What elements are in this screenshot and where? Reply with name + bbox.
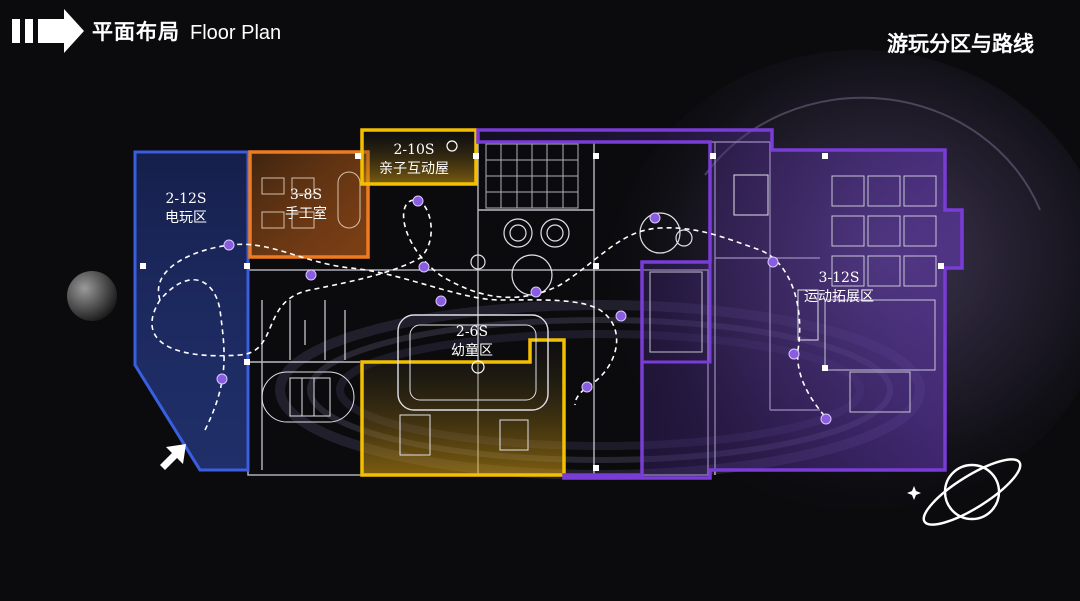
page-title: 平面布局 Floor Plan bbox=[92, 16, 281, 46]
craft-tables bbox=[261, 171, 361, 229]
page-title-en: Floor Plan bbox=[190, 22, 282, 44]
section-title: 游玩分区与路线 bbox=[887, 32, 1034, 56]
zone-label-toddler: 2-6S 幼童区 bbox=[451, 324, 493, 359]
zone-label-video-games: 2-12S 电玩区 bbox=[165, 191, 207, 226]
entrance-arrow-icon bbox=[160, 444, 186, 470]
zone-craft-room bbox=[248, 150, 370, 259]
route-markers bbox=[216, 195, 832, 425]
zone-video-games bbox=[133, 150, 250, 472]
zone-label-sports: 3-12S 运动拓展区 bbox=[804, 270, 874, 305]
grid-room bbox=[485, 143, 579, 209]
moon bbox=[67, 271, 117, 321]
wall-markers bbox=[140, 153, 944, 471]
sports-grid bbox=[649, 175, 937, 413]
zone-parent-child-house bbox=[360, 128, 478, 186]
stairs bbox=[261, 174, 819, 456]
zone-toddler bbox=[360, 338, 566, 477]
zone-label-craft-room: 3-8S 手工室 bbox=[285, 187, 327, 222]
play-arrow-icon bbox=[12, 9, 84, 53]
planet-icon bbox=[922, 458, 1022, 526]
zone-label-parent-child-house: 2-10S 亲子互动屋 bbox=[379, 142, 449, 177]
page-title-cn: 平面布局 bbox=[92, 20, 180, 44]
sparkle-icon bbox=[907, 486, 921, 500]
